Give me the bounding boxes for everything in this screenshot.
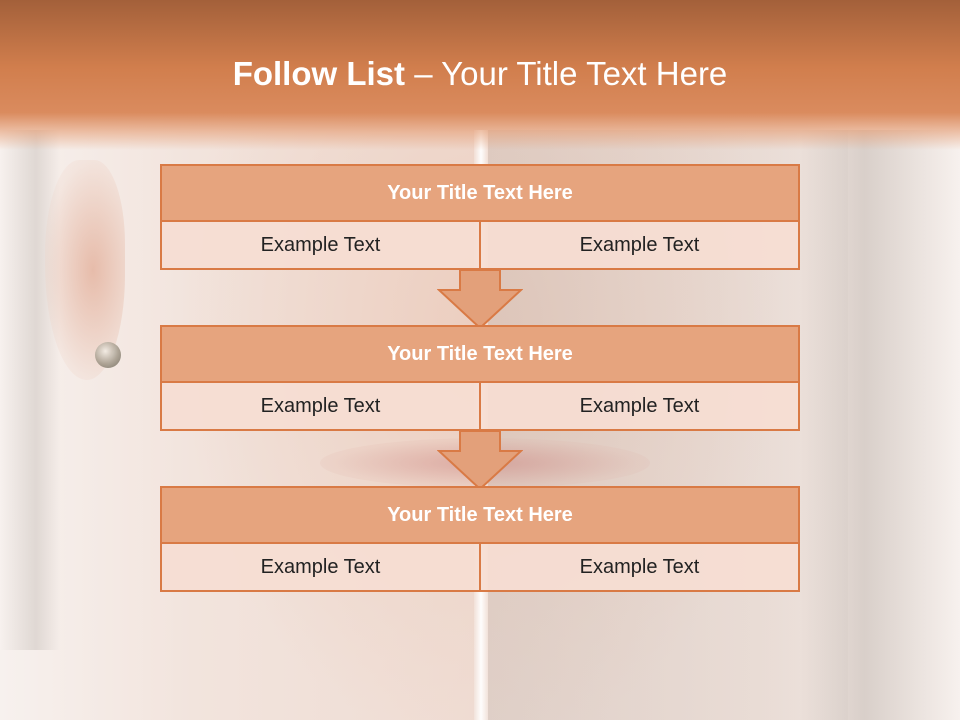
- title-banner: [0, 0, 960, 150]
- block-cell-left: Example Text: [260, 555, 381, 578]
- list-block-1: Your Title Text Here Example Text Exampl…: [160, 164, 800, 270]
- title-rest-text: – Your Title Text Here: [405, 55, 728, 92]
- block-row: Example Text Example Text: [162, 222, 798, 268]
- slide-title: Follow List – Your Title Text Here: [0, 55, 960, 93]
- block-cell-right: Example Text: [479, 544, 798, 590]
- block-cell-left: Example Text: [260, 233, 381, 256]
- down-arrow-icon: [437, 270, 523, 330]
- title-bold-text: Follow List: [232, 55, 406, 92]
- down-arrow-icon: [437, 431, 523, 491]
- block-cell-right: Example Text: [479, 222, 798, 268]
- block-row: Example Text Example Text: [162, 544, 798, 590]
- list-block-2: Your Title Text Here Example Text Exampl…: [160, 325, 800, 431]
- block-heading: Your Title Text Here: [162, 327, 798, 383]
- earring: [95, 342, 121, 368]
- hair-right: [800, 130, 960, 720]
- block-heading: Your Title Text Here: [162, 166, 798, 222]
- list-block-3: Your Title Text Here Example Text Exampl…: [160, 486, 800, 592]
- block-cell-left: Example Text: [260, 394, 381, 417]
- block-row: Example Text Example Text: [162, 383, 798, 429]
- block-heading: Your Title Text Here: [162, 488, 798, 544]
- block-cell-right: Example Text: [479, 383, 798, 429]
